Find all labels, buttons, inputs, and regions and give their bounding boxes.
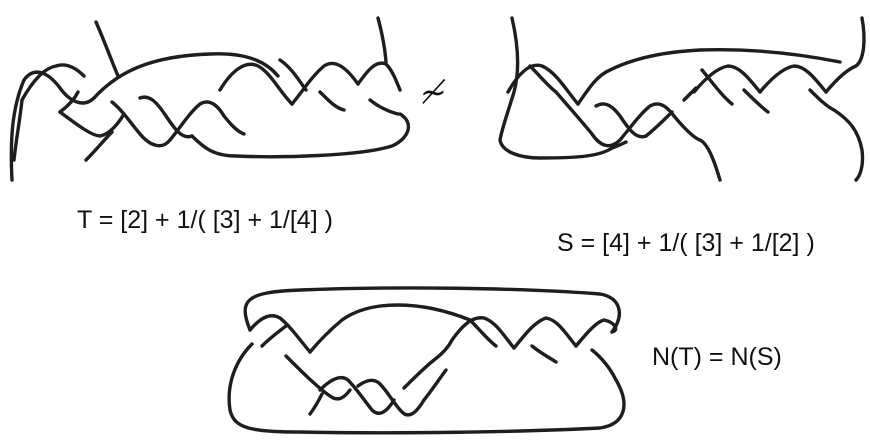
tangle-t-formula-label: T = [2] + 1/( [3] + 1/[4] ): [77, 206, 333, 234]
numerator-lower-twist-row: [284, 338, 454, 417]
tangle-s-diagram: [498, 16, 866, 182]
tangle-t-top-twist-row: [9, 16, 402, 182]
tangle-t-diagram: [9, 16, 411, 182]
tangle-s-formula-label: S = [4] + 1/( [3] + 1/[2] ): [557, 229, 815, 257]
numerator-equation-label: N(T) = N(S): [652, 343, 782, 371]
tangle-s-bottom-twist-row: [554, 86, 722, 182]
tangle-s-top-twist-row: [498, 16, 866, 182]
numerator-closure-outer-arc: [243, 286, 621, 334]
tangle-t-bottom-twist-row: [58, 20, 411, 162]
numerator-upper-twist-row: [248, 303, 618, 382]
numerator-closure-lower-arc: [227, 342, 626, 435]
not-equivalent-symbol: ≁: [420, 73, 447, 111]
numerator-closure-diagram: [227, 286, 626, 435]
